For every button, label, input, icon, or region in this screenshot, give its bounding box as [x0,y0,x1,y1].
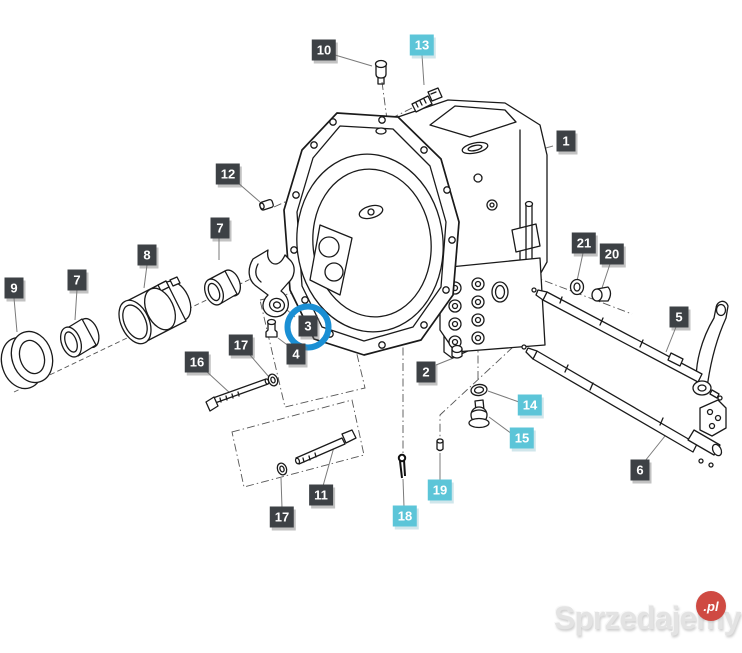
part-label-15[interactable]: 15 [509,427,535,449]
selected-part-highlight-ring [284,303,332,351]
part-5-shift-shaft-with-lever [531,287,729,401]
part-6-shift-shaft-with-bracket [521,344,727,468]
part-17-washer-upper [267,373,279,387]
part-label-6[interactable]: 6 [630,459,650,481]
part-label-9[interactable]: 9 [4,277,24,299]
part-label-12[interactable]: 12 [215,163,241,185]
part-label-10[interactable]: 10 [311,39,337,61]
part-label-18[interactable]: 18 [392,505,418,527]
part-3-shift-fork [248,249,295,318]
part-label-17b[interactable]: 17 [269,506,295,528]
part-label-20[interactable]: 20 [599,243,625,265]
part-label-2[interactable]: 2 [416,361,436,383]
part-4-pin [265,318,278,338]
part-2-plug [451,344,463,359]
part-11-bolt [294,429,357,465]
part-label-7b[interactable]: 7 [67,269,87,291]
part-label-3[interactable]: 3 [298,315,318,337]
part-21-washer [569,278,585,296]
part-19-pin [436,438,444,452]
part-label-11[interactable]: 11 [309,484,333,506]
part-7-bushing-right [203,269,242,306]
part-17-washer-lower [276,462,288,476]
part-label-14[interactable]: 14 [517,394,543,416]
watermark: Sprzedajemy .pl [552,591,741,647]
part-7-bushing-left [59,317,100,358]
part-gearbox-body [397,99,548,359]
part-label-19[interactable]: 19 [427,479,453,501]
part-label-17a[interactable]: 17 [228,334,254,356]
part-16-bolt [205,378,270,412]
part-1-clutch-housing [283,112,463,359]
part-label-7a[interactable]: 7 [210,217,230,239]
part-15-detent-bolt [468,399,490,429]
part-10-breather-cap [374,59,388,85]
part-12-roll-pin [259,199,274,211]
part-label-13[interactable]: 13 [409,34,435,56]
part-13-bolt [411,87,443,113]
part-18-cotter-pin [397,453,407,479]
part-label-21[interactable]: 21 [571,232,597,254]
part-8-bearing-sleeve [118,276,192,345]
watermark-pl-badge: .pl [696,591,726,621]
part-label-5[interactable]: 5 [669,306,689,328]
part-label-4[interactable]: 4 [286,343,306,365]
label-leader-lines [13,54,677,509]
part-label-1[interactable]: 1 [556,130,576,152]
part-label-16[interactable]: 16 [184,351,210,373]
part-20-plug [591,286,612,302]
part-14-washer [470,383,488,397]
part-label-8[interactable]: 8 [137,244,157,266]
part-9-seal-ring [0,330,54,390]
